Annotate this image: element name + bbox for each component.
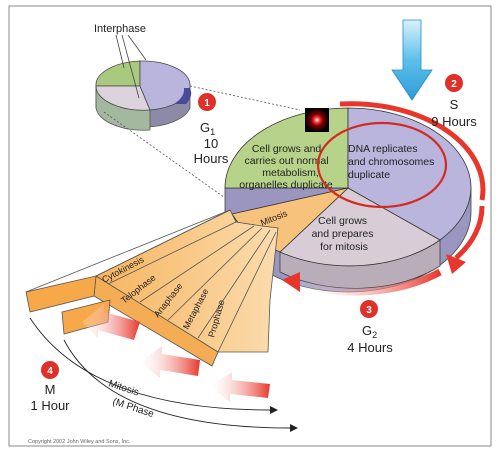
g2-name: G2 [362,323,377,340]
svg-text:3: 3 [366,305,372,316]
s-name: S [450,97,459,112]
s-badge: 2 [445,74,463,92]
m-phase-arc [63,339,291,429]
g2-description: Cell grows and prepares for mitosis [312,215,377,253]
cycle-arrow-s-lower [454,205,485,260]
projection-line-bottom [103,111,229,201]
mitosis-arc-head [270,406,278,414]
cycle-arrow-s [339,101,486,201]
blue-entry-arrow [391,19,433,101]
m-phase-arc-label: (M Phase [111,396,156,420]
copyright-notice: Copyright 2002 John Wiley and Sons, Inc. [28,439,131,445]
m-phase-arc-head [290,424,298,432]
mitosis-flow-arrows [82,304,270,402]
g2-slice [279,187,441,267]
cycle-arrow-s-head [446,254,466,274]
cycle-arrow-g2-head [282,272,300,292]
interphase-pointer-1 [115,34,125,69]
checkpoint-marker [305,108,329,132]
svg-text:1: 1 [204,98,210,109]
interphase-label: Interphase [94,23,146,35]
cycle-arrow-g2 [298,268,442,296]
interphase-pointer-3 [127,34,147,61]
s-duration: 9 Hours [431,114,477,129]
g1-description: Cell grows and carries out normal metabo… [239,143,333,191]
g2-duration: 4 Hours [347,340,393,355]
m-duration: 1 Hour [30,398,70,413]
g1-badge: 1 [198,93,216,111]
interphase-mini-pie [95,60,192,131]
mitosis-arc-label: Mitosis [107,378,140,398]
m-badge: 4 [41,361,59,379]
mitosis-fan [25,209,279,367]
m-name: M [45,382,56,397]
g1-unit: Hours [194,151,229,166]
g1-name: G1 [200,120,215,137]
g2-badge: 3 [360,300,378,318]
g1-duration: 10 [204,136,218,151]
mitosis-arc [29,317,271,411]
diagram-frame [8,5,492,447]
interphase-pointer-2 [121,34,140,99]
s-slice [347,107,472,241]
s-description: DNA replicates and chromosomes duplicate [348,143,437,181]
projection-line-top [189,85,301,111]
dna-replication-highlight [316,121,448,209]
svg-text:4: 4 [47,366,53,377]
svg-text:2: 2 [451,79,457,90]
